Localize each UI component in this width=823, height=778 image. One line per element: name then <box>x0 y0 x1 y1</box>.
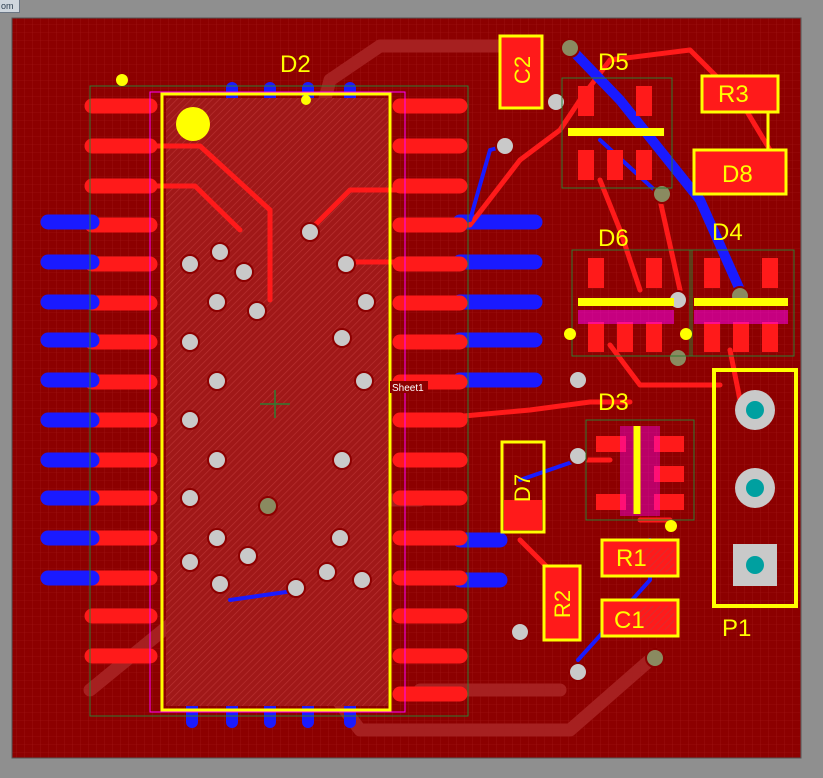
r1-designator: R1 <box>616 545 647 572</box>
c1-designator: C1 <box>614 607 645 634</box>
d3-designator: D3 <box>598 389 629 416</box>
d6-footprint[interactable]: D6 <box>564 225 693 357</box>
bottom-diagonal-trace <box>565 43 745 295</box>
d7-footprint[interactable]: D7 <box>500 440 546 534</box>
d6-designator: D6 <box>598 225 629 252</box>
d5-footprint[interactable]: D5 <box>561 49 673 189</box>
p1-designator: P1 <box>722 615 751 642</box>
r2-footprint[interactable]: R2 <box>542 564 582 642</box>
d4-footprint[interactable]: D4 <box>680 219 795 357</box>
r1-footprint[interactable]: R1 <box>600 538 680 578</box>
d2-designator: D2 <box>280 51 311 78</box>
document-tab-fragment[interactable]: om <box>0 0 20 13</box>
r3-footprint[interactable]: R3 <box>700 74 780 150</box>
sheet-label: Sheet1 <box>392 383 424 394</box>
p1-footprint[interactable]: P1 <box>712 368 798 642</box>
d5-designator: D5 <box>598 49 629 76</box>
d7-designator: D7 <box>510 474 535 502</box>
d2-footprint[interactable] <box>89 74 469 717</box>
d2-copper-pour <box>166 98 388 706</box>
board-vias <box>495 38 750 682</box>
d3-footprint[interactable]: D3 <box>585 389 695 532</box>
origin-marker <box>260 390 290 418</box>
c1-footprint[interactable]: C1 <box>600 598 680 638</box>
sheet-label-box <box>390 381 428 393</box>
r3-designator: R3 <box>718 81 749 108</box>
d2-left-bottom-pads <box>40 214 100 586</box>
d8-footprint[interactable]: D8 <box>692 148 788 196</box>
d2-left-pads <box>84 98 158 664</box>
c2-designator: C2 <box>510 56 535 84</box>
c2-footprint[interactable]: C2 <box>498 34 544 110</box>
d4-designator: D4 <box>712 219 743 246</box>
d2-vias <box>180 222 376 598</box>
r2-designator: R2 <box>550 590 575 618</box>
d8-designator: D8 <box>722 161 753 188</box>
